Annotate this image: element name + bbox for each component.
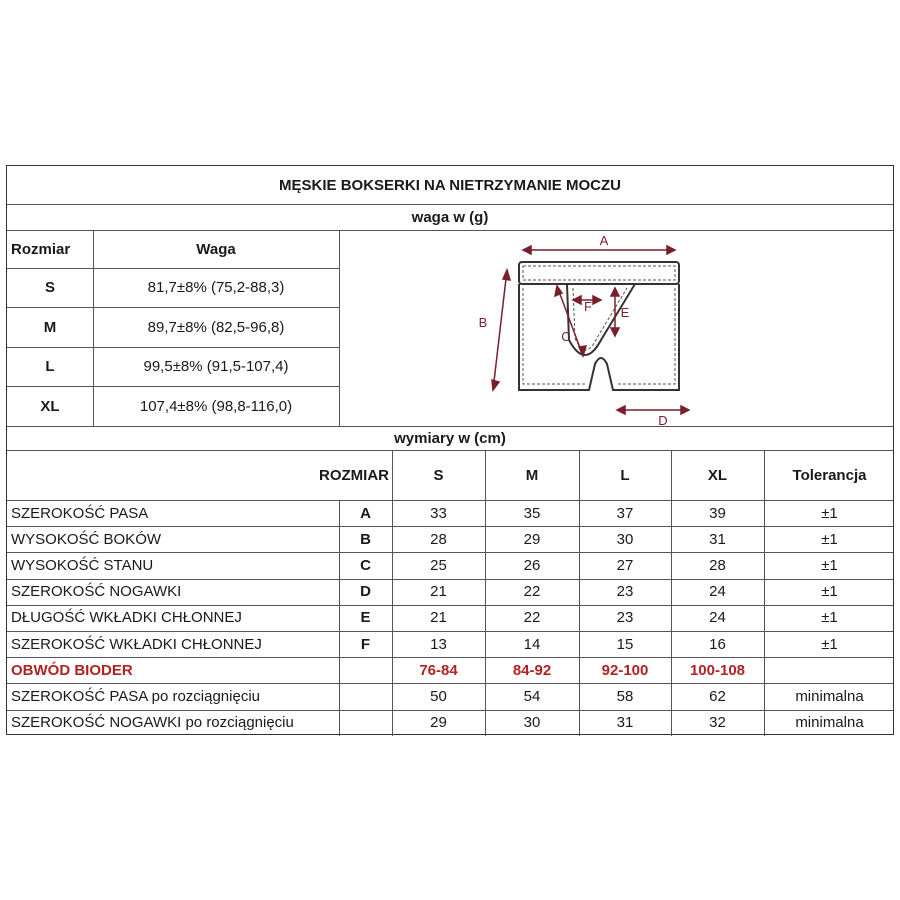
dim-row-tolerance: minimalna	[795, 687, 864, 705]
dim-row-value: 16	[709, 635, 726, 653]
label-b: B	[478, 314, 488, 330]
dim-row-tolerance	[764, 657, 895, 683]
dim-row-value: 24	[709, 583, 726, 601]
dim-row-value: 27	[616, 556, 634, 574]
dim-row-value: 13	[430, 635, 447, 653]
dim-row-tolerance: ±1	[821, 635, 838, 653]
dim-row-value: 28	[709, 556, 726, 574]
dim-header-size: M	[525, 466, 539, 484]
dim-row-value: 35	[523, 504, 541, 522]
dim-row-code	[339, 683, 392, 709]
dim-row-name: SZEROKOŚĆ PASA po rozciągnięciu	[11, 687, 260, 705]
dim-row-tolerance: ±1	[821, 583, 838, 601]
dim-row-value: 21	[430, 609, 447, 627]
dim-row-value: 23	[616, 609, 634, 627]
dim-header-size: L	[620, 466, 630, 484]
dim-row-name: SZEROKOŚĆ NOGAWKI	[11, 583, 182, 601]
dim-row-name: WYSOKOŚĆ BOKÓW	[11, 530, 162, 548]
dim-row-value: 28	[430, 530, 447, 548]
waistband-shape	[518, 261, 680, 285]
dim-row-tolerance: ±1	[821, 530, 838, 548]
dim-row-value: 22	[523, 609, 541, 627]
dim-row-value: 39	[709, 504, 726, 522]
chart-title: MĘSKIE BOKSERKI NA NIETRZYMANIE MOCZU	[279, 176, 621, 194]
dim-row-value: 33	[430, 504, 447, 522]
dim-row-value: 26	[523, 556, 541, 574]
dim-row-value: 15	[616, 635, 634, 653]
dim-header-size: XL	[707, 466, 728, 484]
dim-row-value: 54	[523, 687, 541, 705]
dim-row-code: B	[360, 530, 371, 548]
size-chart-table: MĘSKIE BOKSERKI NA NIETRZYMANIE MOCZU wa…	[6, 165, 895, 736]
dim-row-value: 25	[430, 556, 447, 574]
weight-row-size: XL	[40, 397, 60, 415]
dim-row-value: 37	[616, 504, 634, 522]
dim-row-value: 30	[523, 714, 541, 732]
dim-row-code: D	[360, 583, 371, 601]
dim-row-tolerance: minimalna	[795, 714, 864, 732]
weight-row-value: 89,7±8% (82,5-96,8)	[147, 318, 285, 336]
dim-row-value: 76-84	[419, 661, 458, 679]
dim-row-value: 84-92	[512, 661, 552, 679]
weight-row-value: 107,4±8% (98,8-116,0)	[139, 397, 293, 415]
dim-row-value: 29	[523, 530, 541, 548]
dim-row-tolerance: ±1	[821, 609, 838, 627]
dim-row-value: 14	[523, 635, 541, 653]
weight-row-size: M	[43, 318, 57, 336]
weight-heading: waga w (g)	[411, 208, 489, 226]
absorbent-pad-shape	[566, 283, 636, 356]
dim-row-value: 31	[709, 530, 726, 548]
dim-row-value: 50	[430, 687, 447, 705]
dim-row-name: DŁUGOŚĆ WKŁADKI CHŁONNEJ	[11, 609, 242, 627]
dim-row-value: 29	[430, 714, 447, 732]
label-f: F	[584, 298, 592, 314]
weight-col-weight-header: Waga	[196, 240, 236, 258]
dim-row-value: 32	[709, 714, 726, 732]
weight-row-size: S	[44, 279, 55, 296]
dim-row-value: 24	[709, 609, 726, 627]
dim-header-tolerance: Tolerancja	[792, 466, 867, 484]
dim-row-code: A	[360, 504, 371, 522]
dimensions-heading: wymiary w (cm)	[394, 429, 506, 447]
dim-row-value: 23	[616, 583, 634, 601]
dim-row-name: SZEROKOŚĆ WKŁADKI CHŁONNEJ	[11, 635, 262, 653]
dim-header-rozmiar: ROZMIAR	[319, 466, 389, 484]
weight-row-size: L	[45, 358, 55, 375]
label-e: E	[620, 304, 630, 320]
dim-row-value: 30	[616, 530, 634, 548]
dim-row-tolerance: ±1	[821, 504, 838, 522]
dim-row-value: 22	[523, 583, 541, 601]
dim-row-name: SZEROKOŚĆ NOGAWKI po rozciągnięciu	[11, 714, 294, 732]
boxer-shorts-diagram	[491, 244, 691, 416]
label-a: A	[599, 232, 609, 248]
dim-row-name: SZEROKOŚĆ PASA	[11, 504, 149, 522]
label-d: D	[658, 412, 668, 428]
shorts-body-shape	[518, 284, 680, 391]
dim-row-code: F	[360, 635, 371, 653]
dim-row-code	[339, 657, 392, 683]
dim-row-value: 58	[616, 687, 634, 705]
weight-col-size-header: Rozmiar	[11, 240, 71, 258]
weight-row-value: 81,7±8% (75,2-88,3)	[147, 279, 285, 296]
dim-row-name: WYSOKOŚĆ STANU	[11, 556, 154, 574]
dim-row-code: E	[360, 609, 371, 627]
dim-row-tolerance: ±1	[821, 556, 838, 574]
weight-row-value: 99,5±8% (91,5-107,4)	[143, 358, 289, 375]
dim-header-size: S	[433, 466, 444, 484]
dim-row-code: C	[360, 556, 371, 574]
dim-row-value: 100-108	[689, 661, 746, 679]
dim-row-value: 21	[430, 583, 447, 601]
dim-row-name: OBWÓD BIODER	[11, 661, 133, 679]
dim-row-value: 31	[616, 714, 634, 732]
dim-row-value: 92-100	[601, 661, 649, 679]
dim-row-code	[339, 710, 392, 736]
label-c: C	[561, 328, 571, 344]
dim-row-value: 62	[709, 687, 726, 705]
